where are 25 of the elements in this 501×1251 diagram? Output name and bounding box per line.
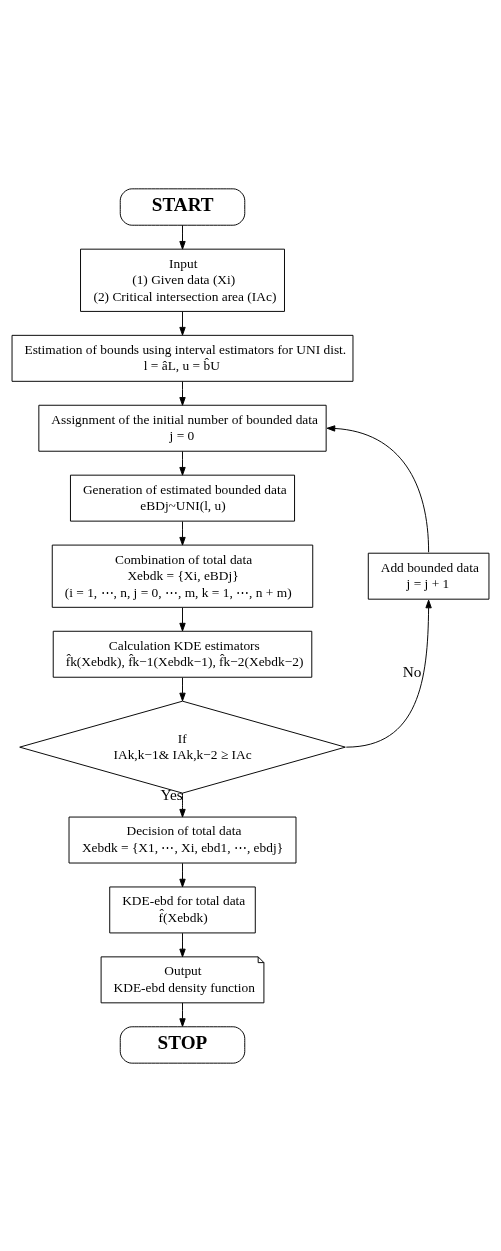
node-box: Combination of total data Xebdk = {Xi, eBDj} (i = 1, ⋯, n, j = 0, ⋯, m, k = 1, ⋯, n + m) xyxy=(51,544,314,608)
arrow xyxy=(179,450,186,476)
node-box: Estimation of bounds using interval estimators for UNI dist. l = âL, u = b̂U xyxy=(11,334,354,382)
edge-label: No xyxy=(402,662,422,680)
arrow xyxy=(179,862,186,887)
arrow xyxy=(179,1001,186,1027)
arrow xyxy=(179,224,186,250)
arrow xyxy=(179,792,186,818)
arrow xyxy=(179,380,186,406)
arrow xyxy=(179,932,186,957)
node-box: Add bounded data j = j + 1 xyxy=(367,552,490,600)
arrow xyxy=(179,606,186,631)
node-box: Decision of total data Xebdk = {X1, ⋯, Xi, ebd1, ⋯, ebdj} xyxy=(68,816,297,863)
node-box: Input (1) Given data (Xi) (2) Critical intersection area (IAc) xyxy=(80,248,285,312)
arrow xyxy=(179,676,186,701)
node-box: KDE-ebd for total data f̂(Xebdk) xyxy=(109,886,256,933)
arrow xyxy=(345,599,432,748)
node-box: Assignment of the initial number of bounded data j = 0 xyxy=(38,404,327,452)
node-box: STOP xyxy=(119,1025,246,1064)
arrow xyxy=(179,520,186,546)
arrow xyxy=(179,310,186,336)
node-box: START xyxy=(119,187,246,226)
arrow xyxy=(326,424,430,553)
node-box: Calculation KDE estimators f̂k(Xebdk), f̂k−1(Xebdk−1), f̂k−2(Xebdk−2) xyxy=(52,630,313,678)
node-box: Generation of estimated bounded data eBDj~UNI(l, u) xyxy=(69,474,296,522)
